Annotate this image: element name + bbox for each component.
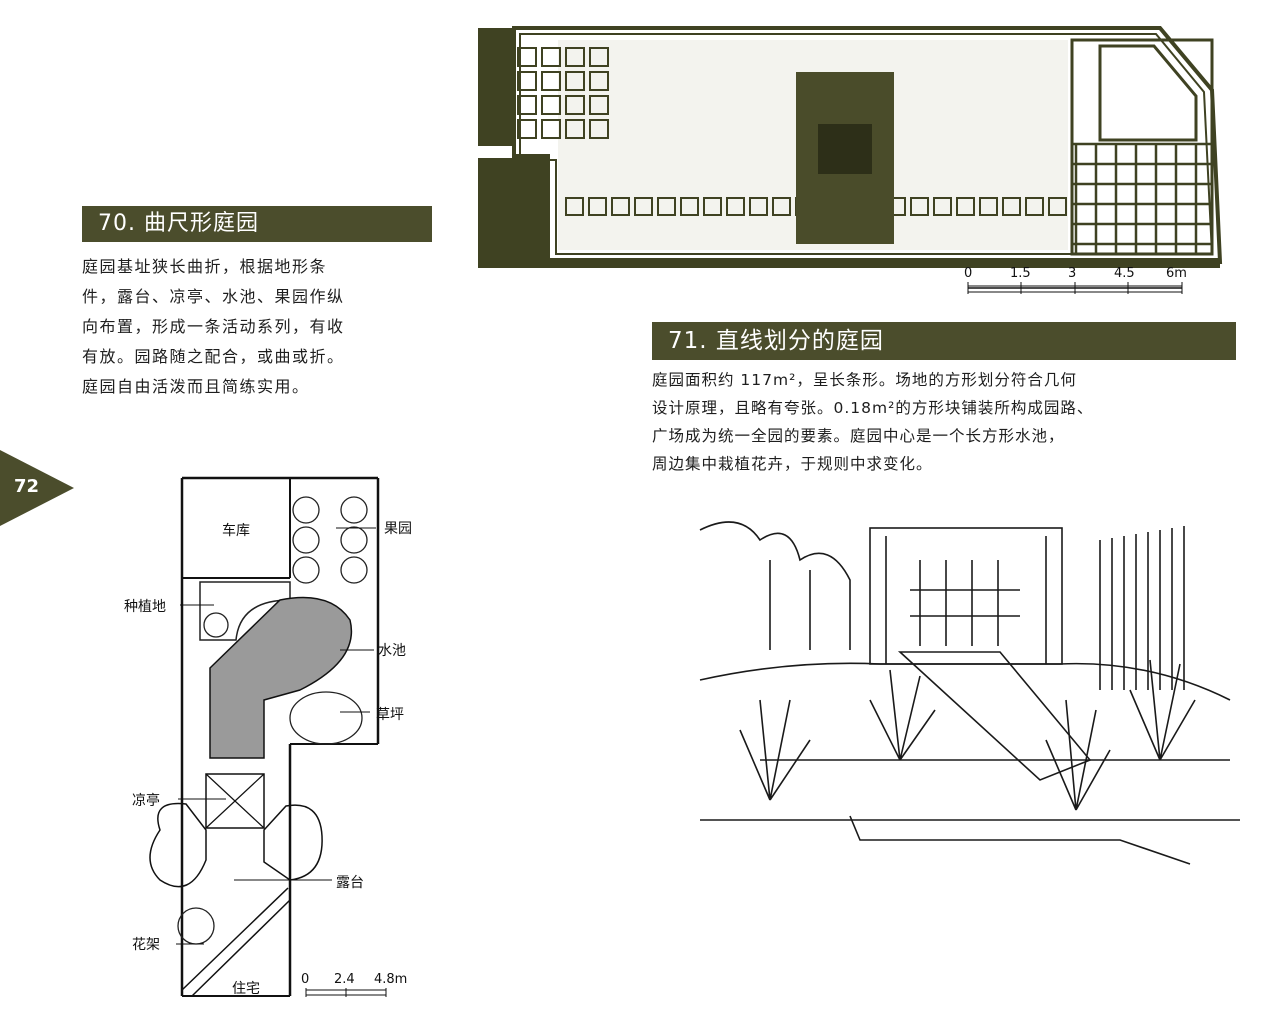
page-number: 72 bbox=[14, 476, 40, 497]
page-tab bbox=[0, 450, 74, 526]
section-70-line-4: 有放。园路随之配合，或曲或折。 bbox=[82, 347, 345, 366]
scale71-tick-4: 6m bbox=[1166, 266, 1187, 281]
section-71-line-4: 周边集中栽植花卉，于规则中求变化。 bbox=[652, 455, 933, 473]
scale71-tick-2: 3 bbox=[1068, 266, 1077, 281]
label-trellis: 花架 bbox=[132, 937, 160, 953]
scale70-tick-2: 4.8m bbox=[374, 972, 408, 987]
section-70-line-3: 向布置，形成一条活动系列，有收 bbox=[82, 317, 345, 336]
scale-bar-70 bbox=[305, 988, 387, 997]
scale70-tick-1: 2.4 bbox=[334, 972, 355, 987]
section-70-line-2: 件，露台、凉亭、水池、果园作纵 bbox=[82, 287, 345, 306]
label-garage: 车库 bbox=[222, 523, 250, 539]
scale71-tick-1: 1.5 bbox=[1010, 266, 1031, 281]
section-70-body: 庭园基址狭长曲折，根据地形条 件，露台、凉亭、水池、果园作纵 向布置，形成一条活… bbox=[82, 252, 345, 402]
label-terrace: 露台 bbox=[336, 875, 364, 891]
label-orchard: 果园 bbox=[384, 521, 412, 537]
scale-bar-71 bbox=[967, 282, 1183, 294]
scale71-tick-0: 0 bbox=[964, 266, 973, 281]
label-pavilion: 凉亭 bbox=[132, 793, 160, 809]
label-house: 住宅 bbox=[232, 981, 260, 997]
scale70-tick-0: 0 bbox=[301, 972, 310, 987]
label-lawn: 草坪 bbox=[376, 707, 404, 723]
scale71-tick-3: 4.5 bbox=[1114, 266, 1135, 281]
label-pond: 水池 bbox=[378, 643, 406, 659]
section-71-body: 庭园面积约 117m²，呈长条形。场地的方形划分符合几何 设计原理，且略有夸张。… bbox=[652, 366, 1093, 478]
section-70-line-1: 庭园基址狭长曲折，根据地形条 bbox=[82, 257, 328, 276]
section-71-title: 71. 直线划分的庭园 bbox=[652, 322, 1236, 360]
section-70-line-5: 庭园自由活泼而且简练实用。 bbox=[82, 377, 310, 396]
section-71-line-2: 设计原理，且略有夸张。0.18m²的方形块铺装所构成园路、 bbox=[652, 399, 1094, 417]
section-70-title: 70. 曲尺形庭园 bbox=[82, 206, 432, 242]
section-71-line-3: 广场成为统一全园的要素。庭园中心是一个长方形水池， bbox=[652, 427, 1065, 445]
label-planting: 种植地 bbox=[124, 599, 166, 615]
section-71-line-1: 庭园面积约 117m²，呈长条形。场地的方形划分符合几何 bbox=[652, 371, 1077, 389]
